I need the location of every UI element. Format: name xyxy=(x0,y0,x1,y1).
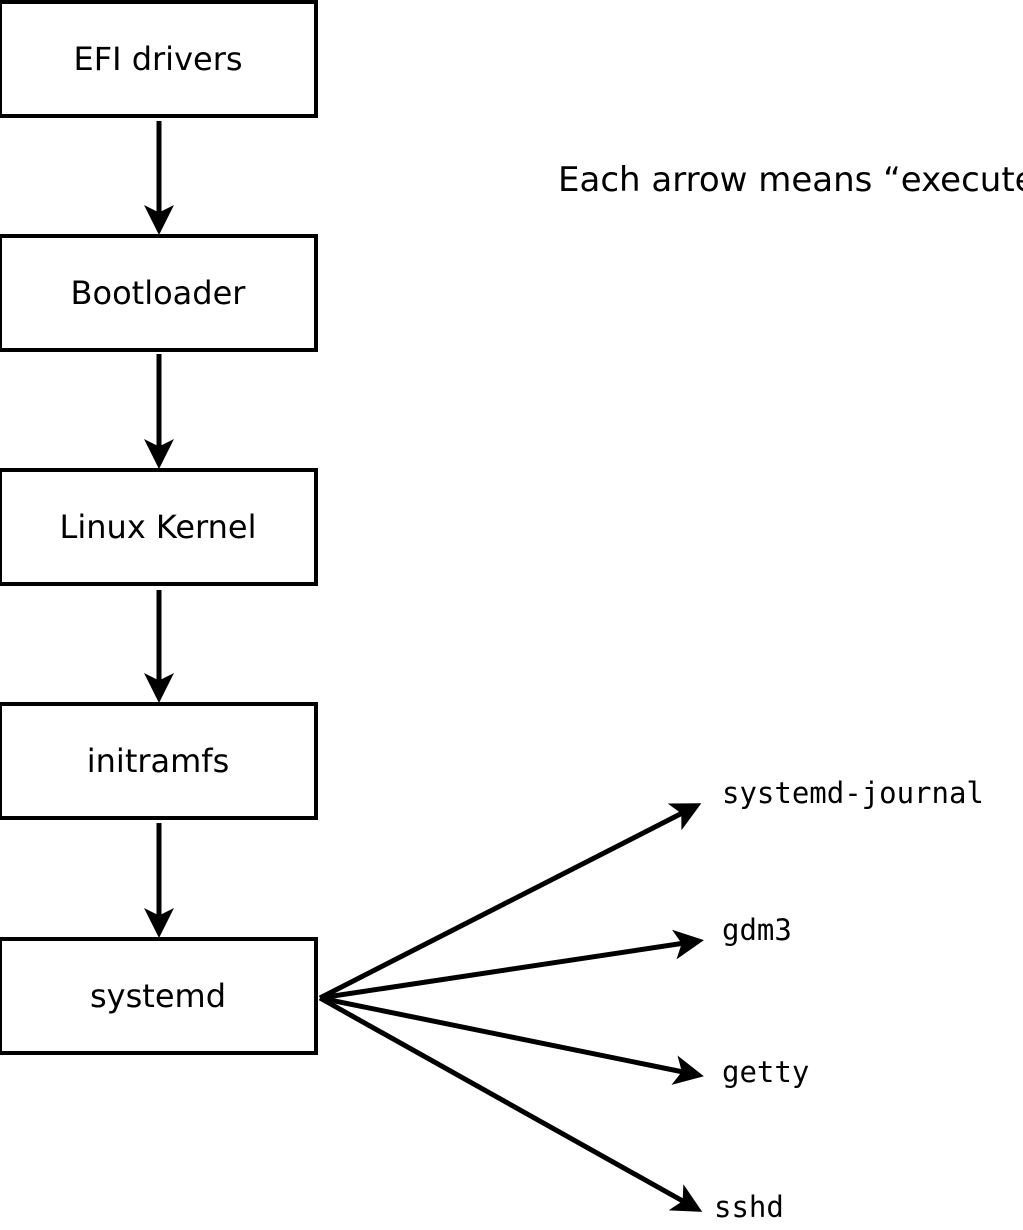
arrow-systemd-to-gdm3 xyxy=(319,929,704,1001)
caption: Each arrow means “executes”. xyxy=(558,160,1023,200)
arrow-systemd-to-sshd xyxy=(318,995,703,1212)
arrow-systemd-to-journal xyxy=(318,803,702,1001)
node-label: Bootloader xyxy=(70,274,246,312)
node-label: Linux Kernel xyxy=(59,508,257,546)
label-gdm3: gdm3 xyxy=(722,913,792,947)
arrow-systemd-to-getty xyxy=(319,995,704,1085)
label-systemd-journal: systemd-journal xyxy=(722,776,984,810)
node-systemd: systemd xyxy=(0,937,318,1055)
node-efi-drivers: EFI drivers xyxy=(0,0,318,118)
node-linux-kernel: Linux Kernel xyxy=(0,468,318,586)
label-sshd: sshd xyxy=(714,1190,784,1224)
node-initramfs: initramfs xyxy=(0,702,318,820)
node-bootloader: Bootloader xyxy=(0,234,318,352)
label-getty: getty xyxy=(722,1055,810,1089)
node-label: initramfs xyxy=(86,742,230,780)
node-label: EFI drivers xyxy=(73,40,243,78)
node-label: systemd xyxy=(90,977,226,1015)
